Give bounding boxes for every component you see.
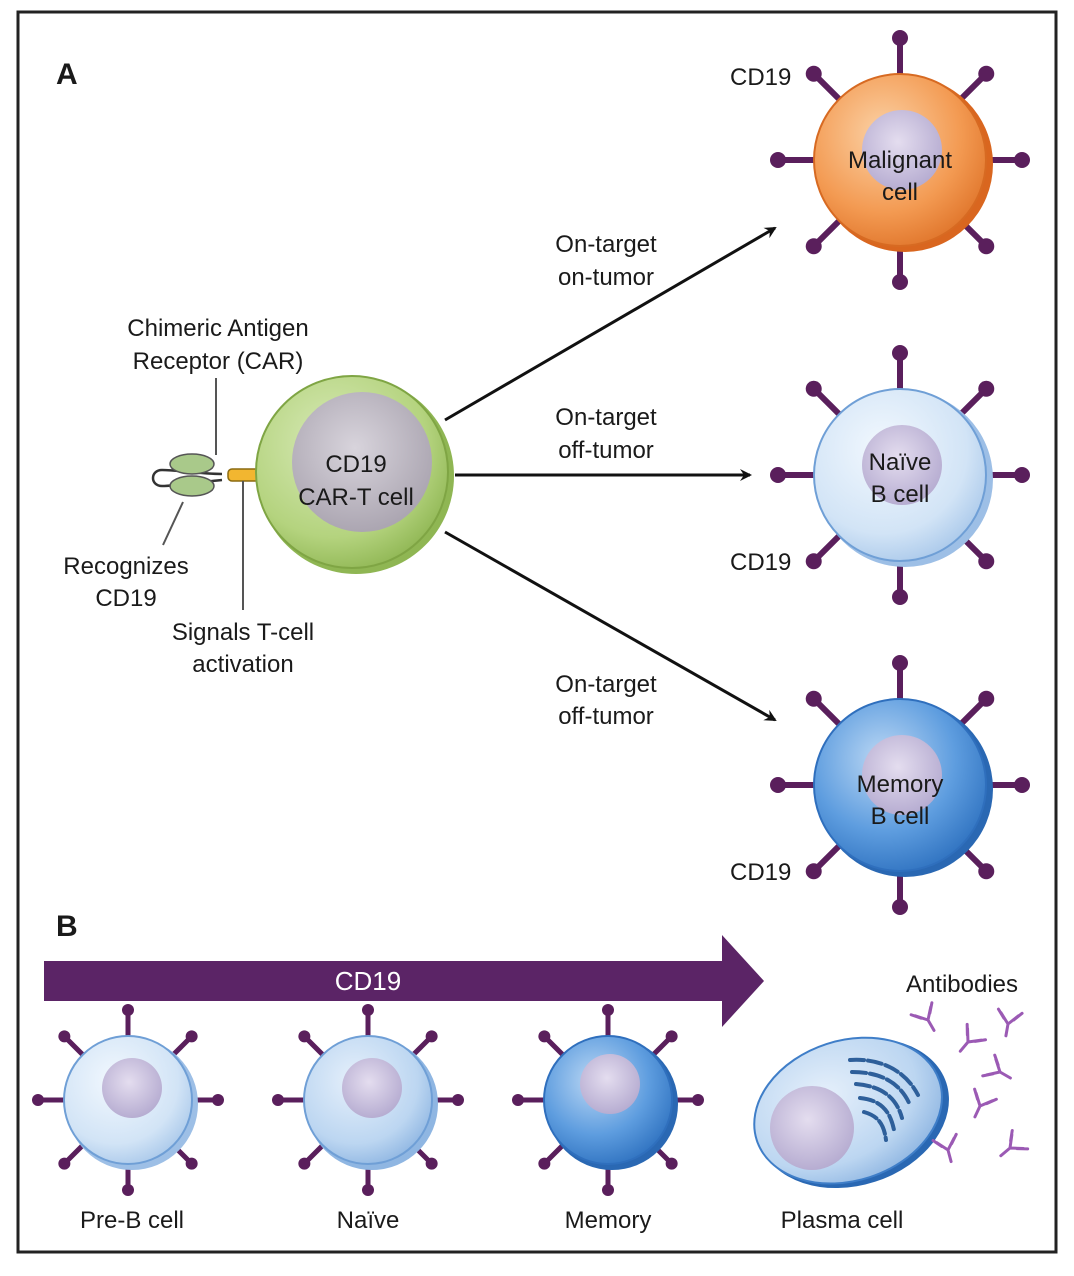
memory-b-label: Memory bbox=[565, 1207, 652, 1234]
recognizes-leader bbox=[162, 501, 184, 546]
cd19-receptor-knob bbox=[185, 1030, 198, 1043]
signals-line1: Signals T-cell bbox=[172, 619, 314, 646]
memory-line1: Memory bbox=[857, 771, 944, 798]
cd19-receptor-knob bbox=[1014, 777, 1030, 793]
car-label-line1: Chimeric Antigen bbox=[127, 315, 308, 342]
cd19-receptor-knob bbox=[805, 380, 822, 397]
arrow-on-tumor bbox=[444, 226, 777, 422]
cd19-receptor-knob bbox=[362, 1004, 374, 1016]
cd19-receptor-knob bbox=[425, 1030, 438, 1043]
antibodies-label: Antibodies bbox=[906, 971, 1018, 998]
cd19-receptor-knob bbox=[978, 238, 995, 255]
car-t-cell: CD19 CAR-T cell bbox=[255, 375, 454, 574]
car-label-line2: Receptor (CAR) bbox=[133, 348, 304, 375]
cd19-receptor-knob bbox=[425, 1157, 438, 1170]
pre-b-cell bbox=[63, 1035, 198, 1170]
cd19-expression-arrow: CD19 bbox=[44, 935, 764, 1027]
cd19-receptor-knob bbox=[805, 690, 822, 707]
panel-b-label: B bbox=[56, 910, 78, 943]
arrow-off-tumor-memory bbox=[444, 530, 777, 722]
malignant-line2: cell bbox=[882, 179, 918, 206]
signals-line2: activation bbox=[192, 651, 293, 678]
plasma-cell bbox=[753, 1036, 949, 1189]
arrow2-line1: On-target bbox=[555, 404, 657, 431]
cd19-receptor-knob bbox=[805, 65, 822, 82]
cd19-receptor-knob bbox=[892, 589, 908, 605]
malignant-cell: Malignant cell bbox=[813, 73, 993, 252]
cd19-receptor-knob bbox=[892, 899, 908, 915]
cd19-receptor-knob bbox=[1014, 467, 1030, 483]
cd19-receptor-knob bbox=[978, 553, 995, 570]
cd19-label-naive: CD19 bbox=[730, 549, 791, 576]
cd19-receptor-knob bbox=[978, 380, 995, 397]
cd19-receptor-knob bbox=[298, 1157, 311, 1170]
arrow3-line1: On-target bbox=[555, 671, 657, 698]
naive-line2: B cell bbox=[871, 481, 930, 508]
plasma-cell-label: Plasma cell bbox=[781, 1207, 904, 1234]
naive-line1: Naïve bbox=[869, 449, 932, 476]
cd19-receptors-pre-b bbox=[32, 1004, 224, 1196]
cd19-receptor-knob bbox=[58, 1157, 71, 1170]
car-receptor-icon bbox=[151, 453, 293, 497]
naive-cell-b bbox=[303, 1035, 438, 1170]
cd19-receptor-knob bbox=[1014, 152, 1030, 168]
naive-b-label: Naïve bbox=[337, 1207, 400, 1234]
cd19-receptor-knob bbox=[805, 238, 822, 255]
recognizes-line1: Recognizes bbox=[63, 553, 188, 580]
cd19-receptor-knob bbox=[770, 467, 786, 483]
cd19-receptor-knob bbox=[805, 553, 822, 570]
arrow2-line2: off-tumor bbox=[558, 437, 654, 464]
cd19-receptor-knob bbox=[122, 1004, 134, 1016]
cd19-receptor-knob bbox=[538, 1030, 551, 1043]
cd19-receptor-knob bbox=[665, 1157, 678, 1170]
cd19-receptor-knob bbox=[298, 1030, 311, 1043]
recognizes-line2: CD19 bbox=[95, 585, 156, 612]
cd19-receptor-knob bbox=[512, 1094, 524, 1106]
cd19-receptor-knob bbox=[185, 1157, 198, 1170]
cd19-receptor-knob bbox=[770, 777, 786, 793]
cd19-receptor-knob bbox=[892, 274, 908, 290]
arrow1-line2: on-tumor bbox=[558, 264, 654, 291]
arrow3-line2: off-tumor bbox=[558, 703, 654, 730]
cd19-label-memory: CD19 bbox=[730, 859, 791, 886]
cd19-receptor-knob bbox=[978, 863, 995, 880]
cd19-receptor-knob bbox=[602, 1184, 614, 1196]
cd19-arrow-label: CD19 bbox=[335, 966, 401, 996]
memory-line2: B cell bbox=[871, 803, 930, 830]
cd19-receptors-naive bbox=[770, 345, 1030, 605]
cd19-receptor-knob bbox=[978, 690, 995, 707]
memory-b-cell: Memory B cell bbox=[813, 698, 993, 877]
cd19-receptor-knob bbox=[665, 1030, 678, 1043]
cd19-receptor-knob bbox=[770, 152, 786, 168]
cd19-receptor-knob bbox=[538, 1157, 551, 1170]
cd19-receptor-knob bbox=[452, 1094, 464, 1106]
cd19-receptor-knob bbox=[892, 655, 908, 671]
cd19-receptor-knob bbox=[212, 1094, 224, 1106]
cd19-receptor-knob bbox=[892, 345, 908, 361]
cd19-label-malignant: CD19 bbox=[730, 64, 791, 91]
naive-b-cell: Naïve B cell bbox=[813, 388, 993, 567]
cd19-receptor-knob bbox=[32, 1094, 44, 1106]
cd19-receptor-knob bbox=[58, 1030, 71, 1043]
malignant-line1: Malignant bbox=[848, 147, 952, 174]
cd19-receptor-knob bbox=[122, 1184, 134, 1196]
cd19-receptor-knob bbox=[892, 30, 908, 46]
car-t-line2: CAR-T cell bbox=[298, 484, 414, 511]
cd19-receptor-knob bbox=[272, 1094, 284, 1106]
pre-b-label: Pre-B cell bbox=[80, 1207, 184, 1234]
cd19-receptor-knob bbox=[692, 1094, 704, 1106]
arrow1-line1: On-target bbox=[555, 231, 657, 258]
cd19-receptor-knob bbox=[602, 1004, 614, 1016]
cd19-receptor-knob bbox=[978, 65, 995, 82]
cd19-receptor-knob bbox=[362, 1184, 374, 1196]
memory-cell-b bbox=[543, 1035, 678, 1170]
car-t-line1: CD19 bbox=[325, 451, 386, 478]
cd19-receptor-knob bbox=[805, 863, 822, 880]
panel-a-label: A bbox=[56, 58, 78, 91]
